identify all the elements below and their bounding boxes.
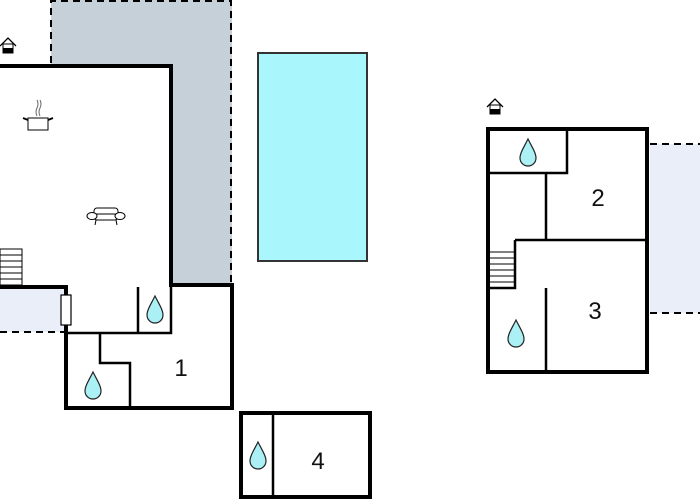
terrace-left bbox=[0, 289, 66, 333]
stairs-icon bbox=[490, 251, 515, 283]
water-drop-icon bbox=[519, 137, 537, 167]
door bbox=[60, 294, 72, 326]
right-house: 2 3 bbox=[486, 127, 649, 374]
sofa-icon bbox=[86, 207, 126, 226]
room-label: 1 bbox=[174, 355, 187, 382]
room-label: 3 bbox=[588, 298, 601, 325]
water-drop-icon bbox=[146, 294, 164, 324]
water-drop-icon bbox=[507, 318, 525, 348]
water-drop-icon bbox=[249, 440, 267, 470]
house-entrance-icon bbox=[0, 37, 17, 54]
terrace-right bbox=[650, 143, 700, 314]
room-label: 4 bbox=[311, 448, 324, 475]
cooking-pot-icon bbox=[22, 99, 54, 131]
stairs-icon bbox=[0, 248, 23, 286]
room-label: 2 bbox=[591, 185, 604, 212]
water-drop-icon bbox=[84, 370, 102, 400]
pool bbox=[257, 52, 368, 262]
annex-room-4: 4 bbox=[239, 411, 372, 499]
house-entrance-icon bbox=[486, 98, 504, 115]
